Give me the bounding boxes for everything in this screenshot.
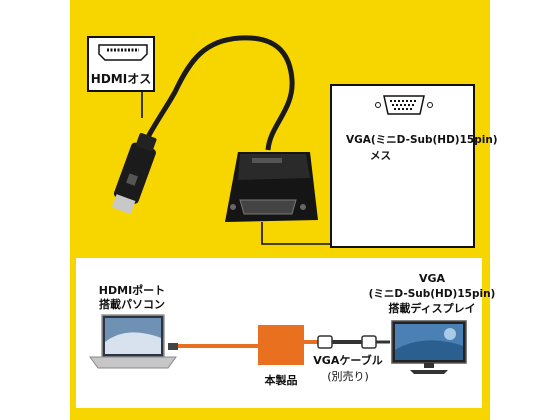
hdmi-callout: HDMIオス — [87, 36, 155, 92]
hdmi-port-icon — [98, 44, 148, 61]
hdmi-callout-label: HDMIオス — [90, 72, 152, 86]
vga-port — [239, 199, 297, 215]
adapter-label: 本製品 — [264, 374, 298, 387]
pc-label-1: HDMIポート — [98, 284, 166, 297]
monitor-icon — [391, 320, 467, 374]
pc-label-2: 搭載パソコン — [99, 298, 165, 311]
hdmi-connector — [111, 133, 157, 215]
cable-label-1: VGAケーブル — [313, 354, 383, 367]
vga-port-icon — [375, 95, 433, 115]
display-label-1: VGA — [418, 272, 446, 285]
cable-label-2: (別売り) — [327, 370, 369, 383]
vga-callout-label-1: VGA(ミニD-Sub(HD)15pin) — [346, 134, 498, 146]
display-label-3: 搭載ディスプレイ — [388, 302, 476, 315]
hdmi-plug-icon — [168, 343, 178, 350]
display-label-2: (ミニD-Sub(HD)15pin) — [368, 288, 496, 300]
adapter-icon — [258, 325, 304, 365]
vga-callout: VGA(ミニD-Sub(HD)15pin) メス — [330, 84, 498, 248]
vga-cable-icon — [317, 335, 390, 349]
vga-leader-line — [261, 222, 330, 245]
laptop-icon — [89, 314, 177, 369]
vga-callout-label-2: メス — [370, 150, 391, 162]
cable-line — [135, 35, 295, 159]
